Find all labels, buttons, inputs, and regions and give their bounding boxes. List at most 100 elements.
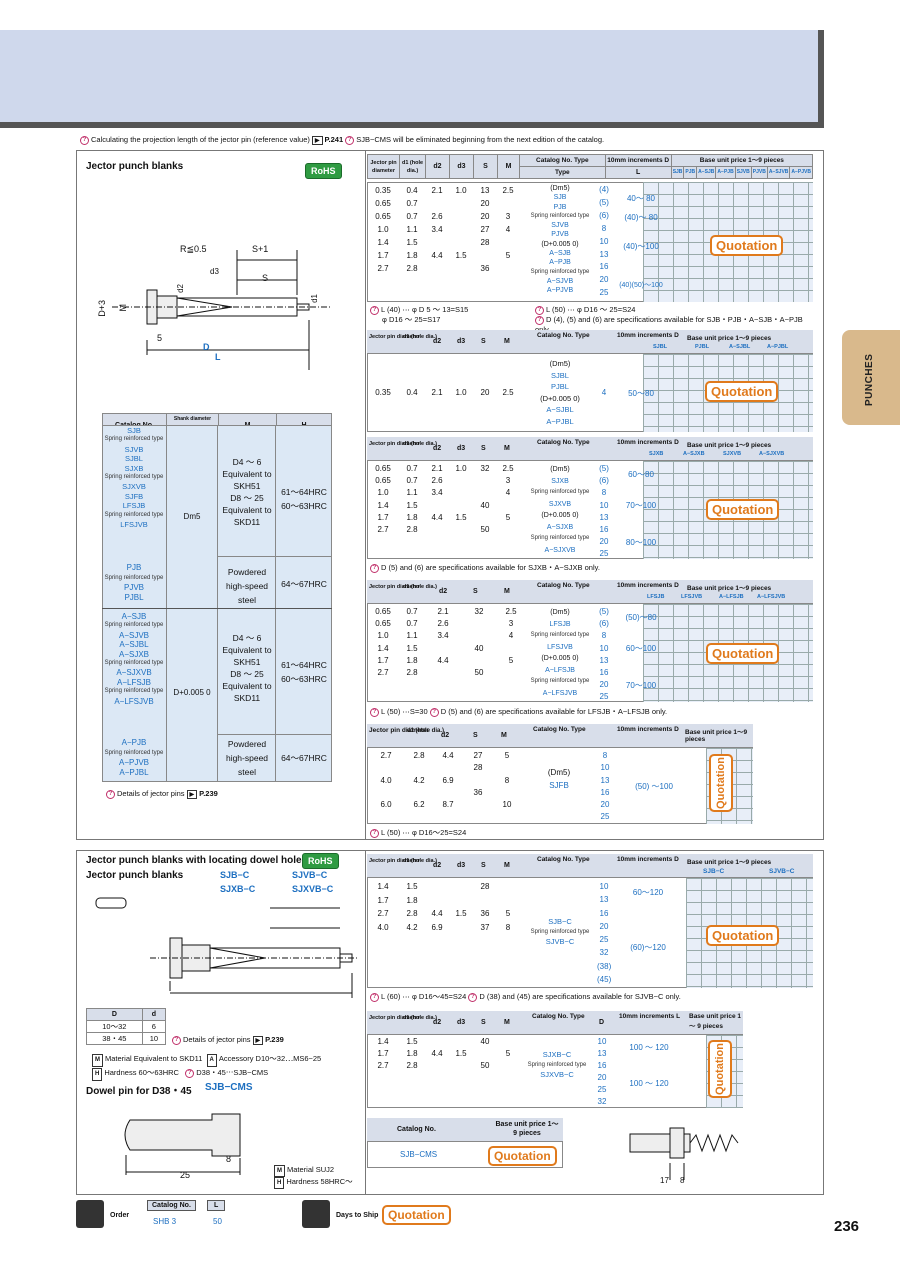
t8-code: SJB−CMS bbox=[400, 1150, 438, 1159]
dim-s1: S+1 bbox=[252, 244, 269, 254]
t8-dim-17: 17 bbox=[660, 1176, 669, 1185]
order-example: Catalog No. L SHB 3 50 bbox=[147, 1200, 243, 1228]
top-note: ?Calculating the projection length of th… bbox=[80, 135, 820, 145]
section-title: Jector punch blanks bbox=[86, 161, 184, 172]
side-tab-label: PUNCHES bbox=[864, 353, 875, 406]
dim-d1: d1 bbox=[310, 294, 319, 303]
hdr-d1: d1 (hole dia.) bbox=[399, 154, 426, 179]
dim-d3: d3 bbox=[210, 267, 219, 276]
hdr-jector-pin-dia: Jector pin diameter bbox=[367, 154, 400, 179]
details-link-2[interactable]: ?Details of jector pins▶P.239 bbox=[172, 1035, 284, 1045]
t4-notes: ?L (50) ⋯S=30 ?D (5) and (6) are specifi… bbox=[370, 706, 667, 717]
jector-punch-drawing bbox=[112, 250, 332, 370]
t4-l-1: (50)～80 bbox=[625, 613, 657, 622]
mat-h1b: 61～64HRC 60～63HRC bbox=[281, 660, 327, 684]
info-icon: ? bbox=[106, 789, 115, 799]
dowel-title: Dowel pin for D38・45 bbox=[86, 1086, 192, 1097]
dim-five: 5 bbox=[157, 333, 163, 343]
footer-quotation[interactable]: Quotation bbox=[382, 1205, 451, 1225]
t6-l-2: (60)～120 bbox=[630, 943, 666, 952]
t5-types: (Dm5)SJFB bbox=[547, 768, 571, 790]
reference-icon: ▶ bbox=[252, 1036, 264, 1045]
m-col bbox=[218, 425, 276, 782]
price-col: PJB bbox=[683, 166, 698, 179]
hdr-m: M bbox=[497, 154, 520, 179]
tol-d005: D+0.005 0 bbox=[173, 688, 211, 697]
mat-m2: Powdered high-speed steel bbox=[225, 567, 269, 605]
order-label: Order bbox=[110, 1212, 130, 1219]
t7-l-2: 100 ～ 120 bbox=[629, 1079, 669, 1088]
info-icon: ? bbox=[80, 135, 89, 145]
t1-quotation[interactable]: Quotation bbox=[710, 235, 784, 256]
code-sjxvb-c: SJXVB−C bbox=[292, 884, 334, 894]
t2-quotation[interactable]: Quotation bbox=[705, 381, 779, 402]
page-number: 236 bbox=[834, 1218, 860, 1235]
reference-icon: ▶ bbox=[311, 136, 323, 145]
dowel-pin-drawing bbox=[124, 1113, 241, 1175]
mat-h1: 61～64HRC 60～63HRC bbox=[281, 487, 327, 511]
mat-divider bbox=[102, 608, 332, 609]
t6-quotation[interactable]: Quotation bbox=[706, 925, 780, 946]
t1-l-3: (40)～100 bbox=[623, 242, 659, 251]
rohs-badge: RoHS bbox=[305, 163, 342, 179]
dim-s: S bbox=[262, 273, 269, 283]
price-col: A−PJB bbox=[715, 166, 736, 179]
t5-quotation[interactable]: Quotation bbox=[709, 754, 733, 814]
hdr-increments: 10mm increments D bbox=[604, 154, 672, 167]
t6-notes: ?L (60) ⋯ φ D16～45=S24 ?D (38) and (45) … bbox=[370, 991, 681, 1002]
details-link[interactable]: ?Details of jector pins▶P.239 bbox=[106, 789, 218, 799]
mat-divider-3 bbox=[218, 734, 332, 735]
side-tab-punches[interactable]: PUNCHES bbox=[842, 330, 900, 425]
t7-l-1: 100 ～ 120 bbox=[629, 1043, 669, 1052]
days-label: Days to Ship bbox=[336, 1212, 379, 1219]
t8-dim-8: 8 bbox=[680, 1176, 685, 1185]
t7-quotation[interactable]: Quotation bbox=[708, 1040, 732, 1100]
price-col: A−PJVB bbox=[789, 166, 813, 179]
t5-note: ?L (50) ⋯ φ D16～25=S24 bbox=[370, 827, 466, 838]
dim-d: D bbox=[203, 342, 210, 352]
code-sjxb-c: SJXB−C bbox=[220, 884, 256, 894]
mat-divider-2 bbox=[218, 556, 332, 557]
t1-l-4: (40)(50)～100 bbox=[619, 282, 663, 289]
dim-d2: d2 bbox=[176, 284, 185, 293]
left-panel-2 bbox=[76, 850, 366, 1195]
price-col: SJB bbox=[670, 166, 685, 179]
left-panel bbox=[76, 150, 366, 840]
mat-h2: 64～67HRC bbox=[281, 579, 327, 589]
mat-m2b: Powdered high-speed steel bbox=[225, 739, 269, 777]
t4-l-2: 60～100 bbox=[625, 644, 657, 653]
t1-l-1: 40～ 80 bbox=[626, 194, 656, 203]
dowel-jector-drawing bbox=[95, 897, 358, 998]
t5-l: (50) ～100 bbox=[635, 782, 673, 791]
dim-dtol: D+3 bbox=[97, 300, 107, 317]
t3-quotation[interactable]: Quotation bbox=[706, 499, 780, 520]
t3-note: ?D (5) and (6) are specifications availa… bbox=[370, 562, 600, 573]
t4-quotation[interactable]: Quotation bbox=[706, 643, 780, 664]
hdr-s: S bbox=[473, 154, 498, 179]
dowel-assembly-drawing bbox=[629, 1127, 739, 1180]
t4-l-3: 70～100 bbox=[625, 681, 657, 690]
t8-quotation[interactable]: Quotation bbox=[488, 1146, 557, 1166]
hdr-d2: d2 bbox=[425, 154, 450, 179]
t2-l: 50～80 bbox=[628, 389, 654, 398]
